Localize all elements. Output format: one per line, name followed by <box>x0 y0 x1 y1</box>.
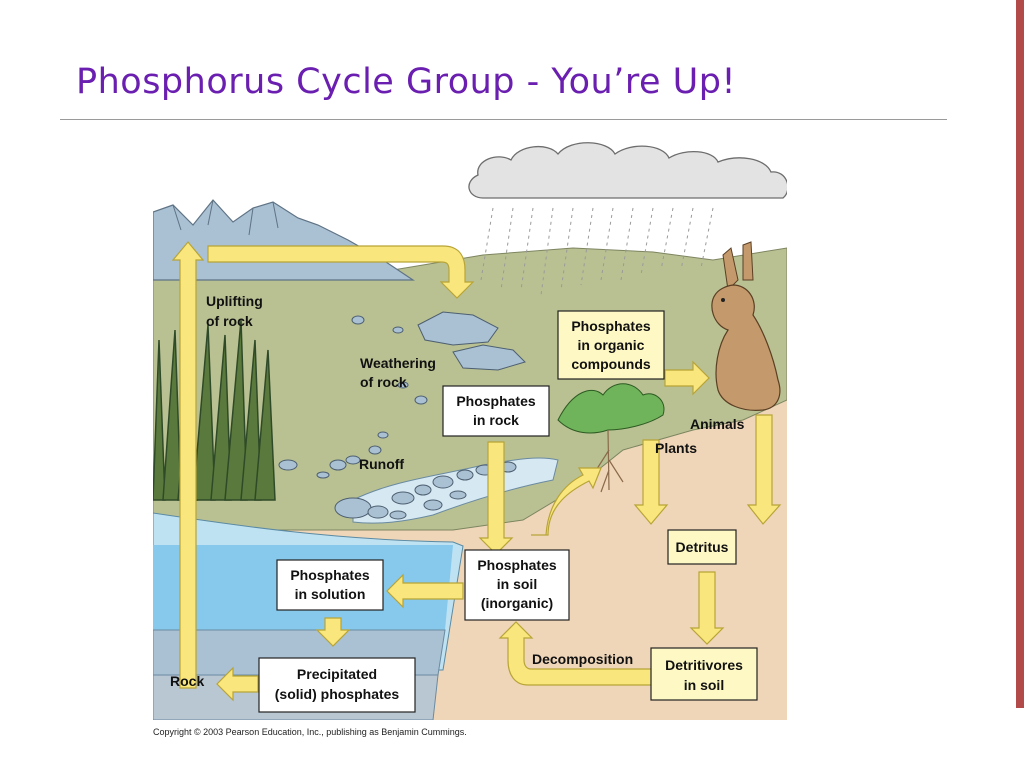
svg-text:in solution: in solution <box>295 586 366 602</box>
runoff-pebbles <box>334 461 517 520</box>
label-weathering-line2: of rock <box>360 374 407 390</box>
rabbit-illustration <box>711 241 781 411</box>
phosphorus-cycle-diagram: Phosphates in rock Phosphates in organic… <box>153 130 787 720</box>
weathering-rocks <box>278 311 526 479</box>
label-rock: Rock <box>170 673 204 689</box>
runoff-stream <box>352 457 559 524</box>
svg-text:in organic: in organic <box>578 337 645 353</box>
box-detritus: Detritus <box>667 529 737 565</box>
svg-text:in soil: in soil <box>497 576 537 592</box>
box-phosphates-in-solution: Phosphates in solution <box>276 559 384 611</box>
svg-text:Detritus: Detritus <box>676 539 729 555</box>
title-divider <box>60 119 947 120</box>
rain-streaks <box>480 207 714 296</box>
copyright-notice: Copyright © 2003 Pearson Education, Inc.… <box>153 727 467 737</box>
label-uplifting: Uplifting <box>206 293 263 309</box>
mountain-ridges <box>172 199 279 236</box>
plant-illustration <box>557 383 665 493</box>
slide-side-bar <box>1016 0 1024 708</box>
svg-text:Phosphates: Phosphates <box>477 557 557 573</box>
svg-text:Precipitated: Precipitated <box>297 666 377 682</box>
label-decomposition: Decomposition <box>532 651 633 667</box>
svg-text:compounds: compounds <box>571 356 651 372</box>
box-phosphates-organic-compounds: Phosphates in organic compounds <box>557 310 665 380</box>
svg-text:Phosphates: Phosphates <box>571 318 651 334</box>
label-plants: Plants <box>655 440 697 456</box>
label-uplifting-line2: of rock <box>206 313 253 329</box>
cycle-arrows <box>171 241 782 702</box>
box-phosphates-in-soil: Phosphates in soil (inorganic) <box>464 549 570 621</box>
svg-text:(inorganic): (inorganic) <box>481 595 553 611</box>
svg-text:Detritivores: Detritivores <box>665 657 743 673</box>
box-detritivores-in-soil: Detritivores in soil <box>650 647 758 701</box>
box-precipitated-phosphates: Precipitated (solid) phosphates <box>258 657 416 713</box>
slide-title: Phosphorus Cycle Group - You’re Up! <box>76 62 736 102</box>
label-animals: Animals <box>690 416 745 432</box>
svg-text:(solid) phosphates: (solid) phosphates <box>275 686 400 702</box>
svg-text:Phosphates: Phosphates <box>456 393 536 409</box>
svg-text:Phosphates: Phosphates <box>290 567 370 583</box>
label-runoff: Runoff <box>359 456 404 472</box>
label-weathering: Weathering <box>360 355 436 371</box>
svg-text:in soil: in soil <box>684 677 724 693</box>
svg-text:in rock: in rock <box>473 412 519 428</box>
box-phosphates-in-rock: Phosphates in rock <box>442 385 550 437</box>
rain-cloud <box>468 142 787 199</box>
